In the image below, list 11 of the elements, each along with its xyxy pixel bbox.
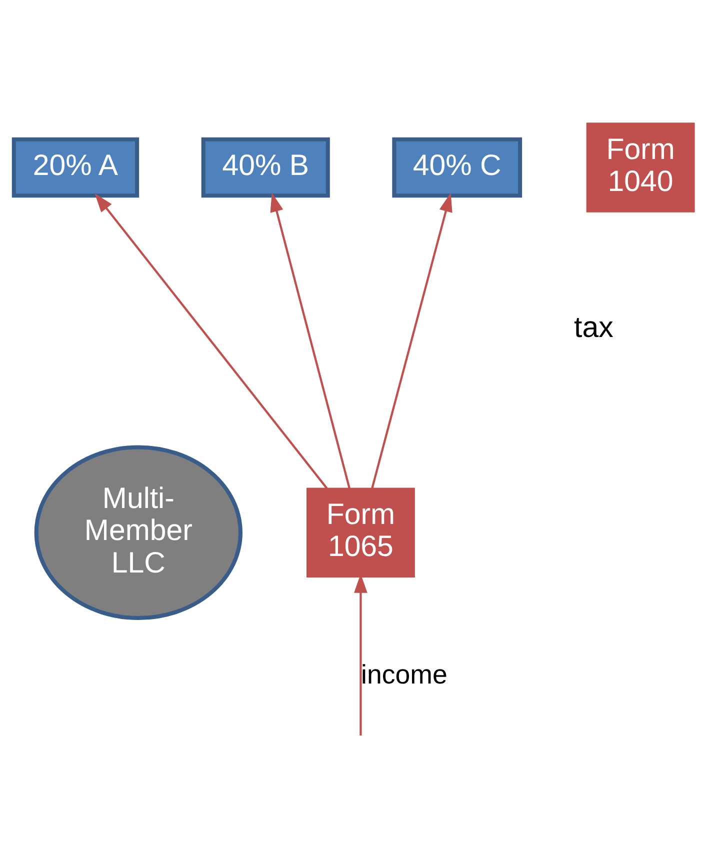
edge-label: income xyxy=(361,659,448,690)
node-box: 20% A xyxy=(12,137,140,198)
node-box: Form 1040 xyxy=(586,122,695,212)
arrow xyxy=(94,193,328,489)
arrow xyxy=(371,192,452,489)
node-box: 40% C xyxy=(392,137,522,198)
arrow xyxy=(270,192,350,489)
node-box: 40% B xyxy=(201,137,330,198)
node-ellipse: Multi- Member LLC xyxy=(34,445,242,620)
node-box: Form 1065 xyxy=(306,488,415,578)
label: tax xyxy=(574,311,614,344)
